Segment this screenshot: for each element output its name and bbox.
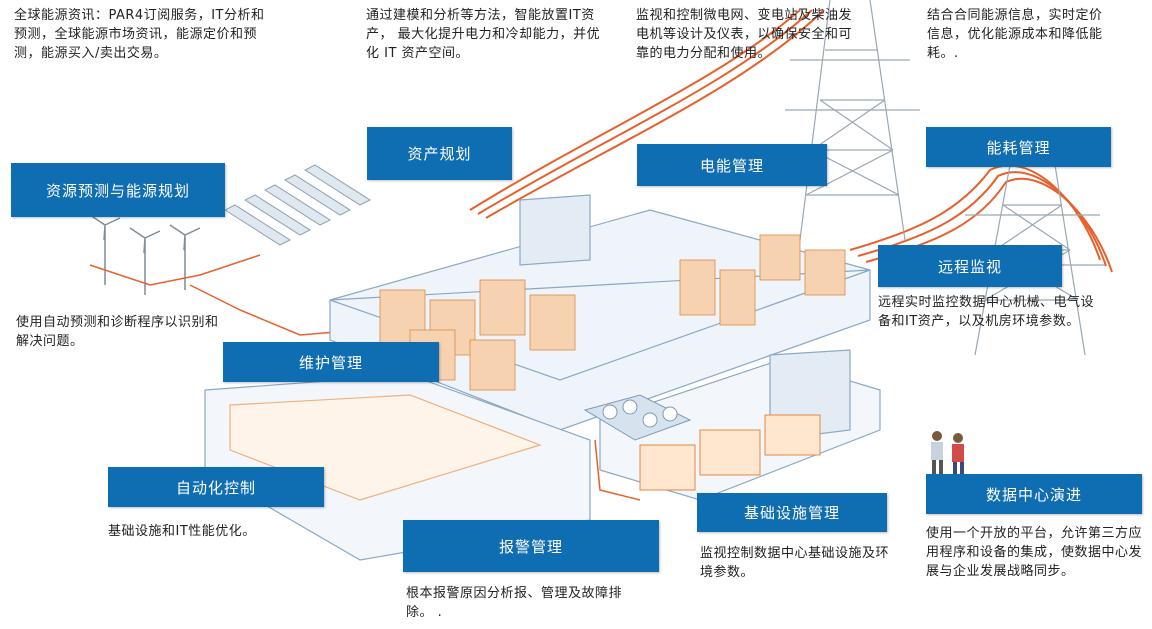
forecast-description: 使用自动预测和诊断程序以识别和解决问题。 [16,315,219,349]
remote-monitoring-description: 远程实时监控数据中心机械、电气设备和IT资产，以及机房环境参数。 [878,295,1095,329]
automation-description: 基础设施和IT性能优化。 [108,524,256,539]
asset-planning-button[interactable]: 资产规划 [367,127,512,180]
wind-turbines [89,214,201,295]
energy-management-button[interactable]: 能耗管理 [926,127,1111,167]
evolution-button[interactable]: 数据中心演进 [926,474,1142,514]
alarm-description: 根本报警原因分析报、管理及故障排除。 . [406,586,623,620]
power-management-description: 监视和控制微电网、变电站及柴油发电机等设计及仪表，以确保安全和可靠的电力分配和使… [636,8,853,61]
infrastructure-button[interactable]: 基础设施管理 [697,493,887,532]
infrastructure-description: 监视控制数据中心基础设施及环境参数。 [700,546,890,580]
generators [639,414,821,491]
cooling-unit [583,394,692,441]
power-lines [469,9,1113,273]
energy-management-description: 结合合同能源信息，实时定价信息，优化能源成本和降低能耗。. [927,8,1103,61]
remote-monitoring-button[interactable]: 远程监视 [878,245,1062,287]
automation-button[interactable]: 自动化控制 [108,467,324,507]
alarm-button[interactable]: 报警管理 [403,520,659,572]
transmission-tower-left [785,0,920,241]
business-people [931,431,964,474]
global-energy-description: 全球能源资讯：PAR4订阅服务，IT分析和预测，全球能源市场资讯，能源定价和预测… [14,8,265,61]
evolution-description: 使用一个开放的平台，允许第三方应用程序和设备的集成，使数据中心发展与企业发展战略… [926,526,1143,579]
asset-planning-description: 通过建模和分析等方法，智能放置IT资产， 最大化提升电力和冷却能力，并优化 IT… [366,8,601,61]
maintenance-button[interactable]: 维护管理 [223,342,439,382]
power-management-button[interactable]: 电能管理 [637,144,827,186]
datacenter-building [204,194,881,561]
server-racks [379,234,846,391]
energy-planning-button[interactable]: 资源预测与能源规划 [11,163,225,217]
solar-panels [223,164,372,246]
